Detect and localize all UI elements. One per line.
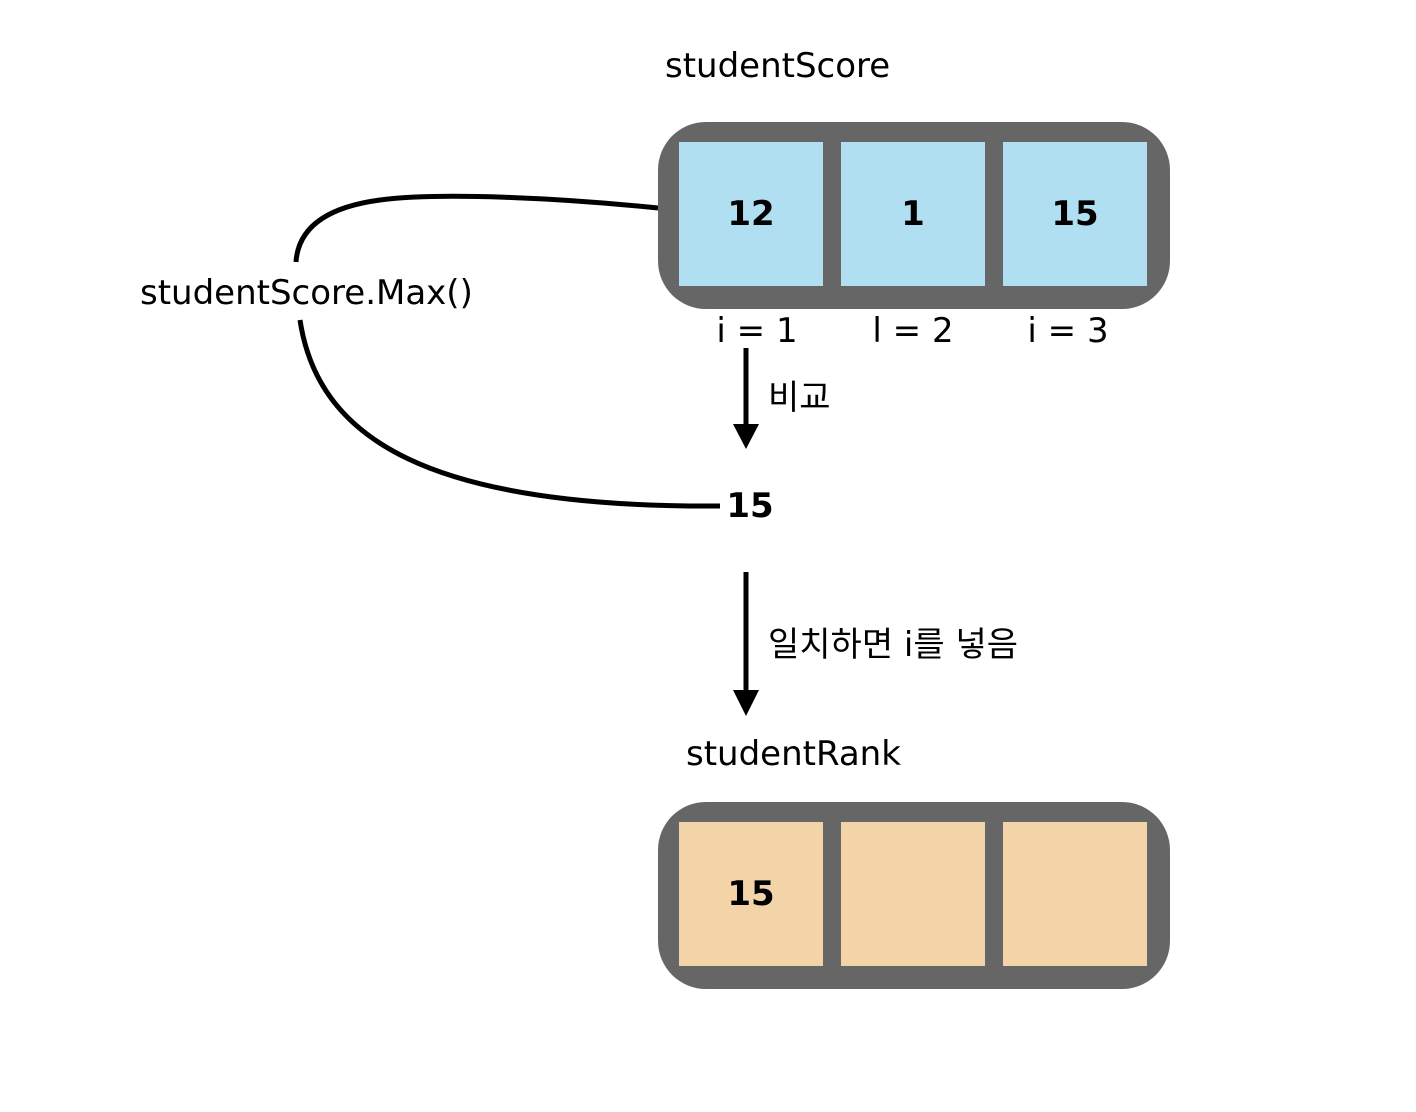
- compare-label: 비교: [768, 378, 831, 418]
- score-cell-1: 12: [679, 142, 823, 286]
- index-label-2: l = 2: [872, 311, 954, 351]
- score-array: 12 1 15: [658, 122, 1170, 309]
- max-call-lower-curve: [297, 319, 721, 509]
- compare-arrow-head: [733, 424, 759, 449]
- rank-cell-2: [841, 822, 985, 966]
- max-result-value: 15: [726, 486, 774, 526]
- rank-array-title: studentRank: [686, 734, 901, 774]
- max-call-upper-curve: [293, 193, 659, 263]
- index-label-3: i = 3: [1027, 311, 1109, 351]
- score-cell-2: 1: [841, 142, 985, 286]
- max-call-label: studentScore.Max(): [140, 273, 473, 313]
- rank-cell-1: 15: [679, 822, 823, 966]
- score-array-title: studentScore: [665, 46, 891, 86]
- insert-arrow-head: [733, 690, 759, 716]
- rank-array: 15: [658, 802, 1170, 989]
- rank-cell-3: [1003, 822, 1147, 966]
- score-cell-3: 15: [1003, 142, 1147, 286]
- index-label-1: i = 1: [716, 311, 798, 351]
- insert-label: 일치하면 i를 넣음: [768, 625, 1019, 665]
